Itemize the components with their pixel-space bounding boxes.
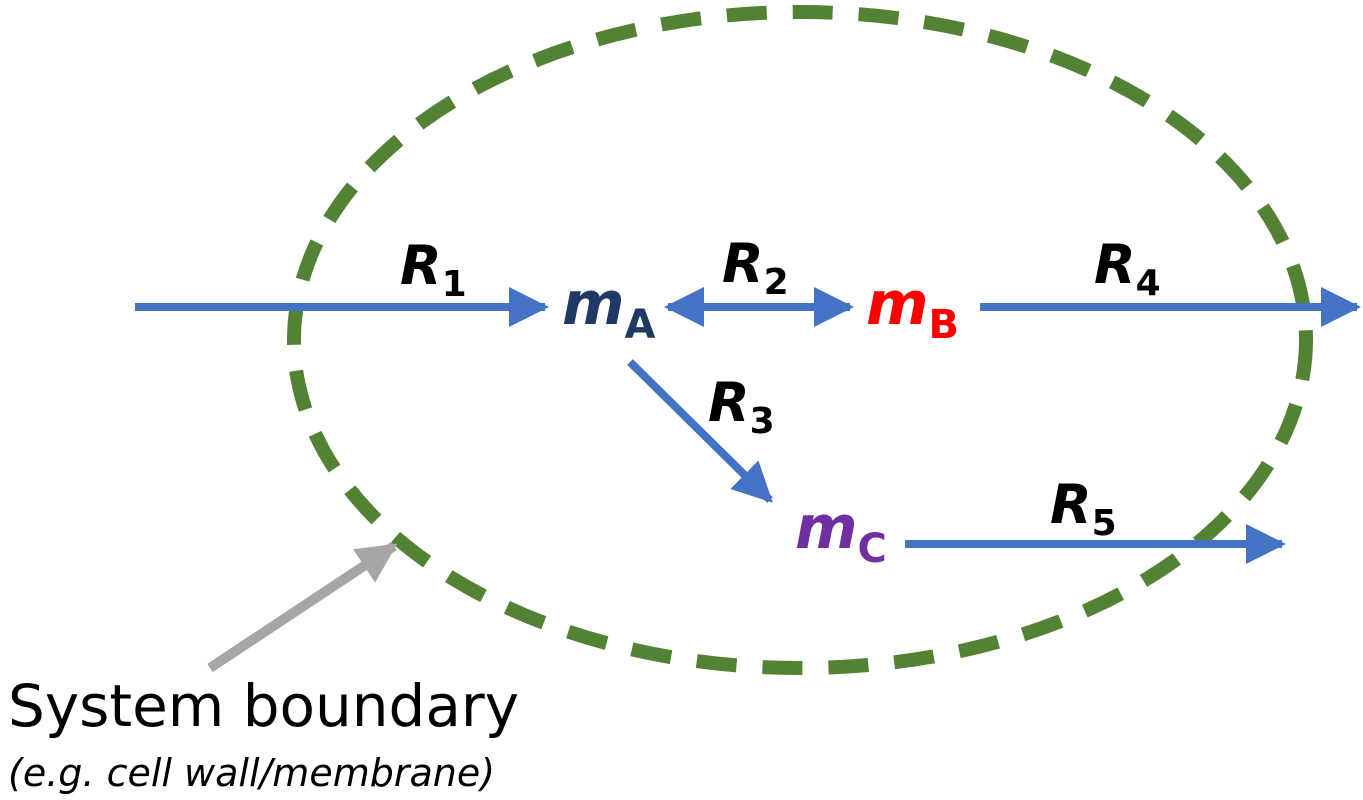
system-boundary [287, 5, 1313, 675]
metabolite-symbol: m [562, 269, 625, 339]
reaction-symbol: R [708, 371, 750, 434]
reaction-symbol: R [1094, 233, 1136, 296]
metabolite-symbol: m [795, 493, 858, 563]
boundary-caption-title: System boundary [8, 672, 519, 740]
arrow-icon [207, 541, 398, 673]
reaction-subscript: 1 [442, 264, 467, 305]
metabolite-a: mA [562, 269, 656, 348]
metabolite-c: mC [795, 493, 887, 572]
metabolite-subscript: A [625, 302, 656, 348]
metabolite-symbol: m [866, 269, 929, 339]
reaction-arrow-r3 [627, 359, 773, 503]
reaction-label-r1: R1 [400, 234, 467, 305]
metabolite-subscript: C [858, 526, 887, 572]
reaction-symbol: R [1050, 473, 1092, 536]
reaction-subscript: 4 [1136, 263, 1161, 304]
reaction-subscript: 2 [764, 262, 789, 303]
reaction-symbol: R [400, 234, 442, 297]
reaction-label-r4: R4 [1094, 233, 1161, 304]
reaction-subscript: 5 [1092, 503, 1117, 544]
boundary-caption-subtitle: (e.g. cell wall/membrane) [8, 751, 495, 795]
metabolite-subscript: B [929, 302, 960, 348]
reaction-subscript: 3 [750, 401, 775, 442]
reaction-label-r2: R2 [722, 232, 789, 303]
reaction-label-r3: R3 [708, 371, 775, 442]
reaction-label-r5: R5 [1050, 473, 1117, 544]
metabolite-b: mB [866, 269, 959, 348]
reaction-symbol: R [722, 232, 764, 295]
